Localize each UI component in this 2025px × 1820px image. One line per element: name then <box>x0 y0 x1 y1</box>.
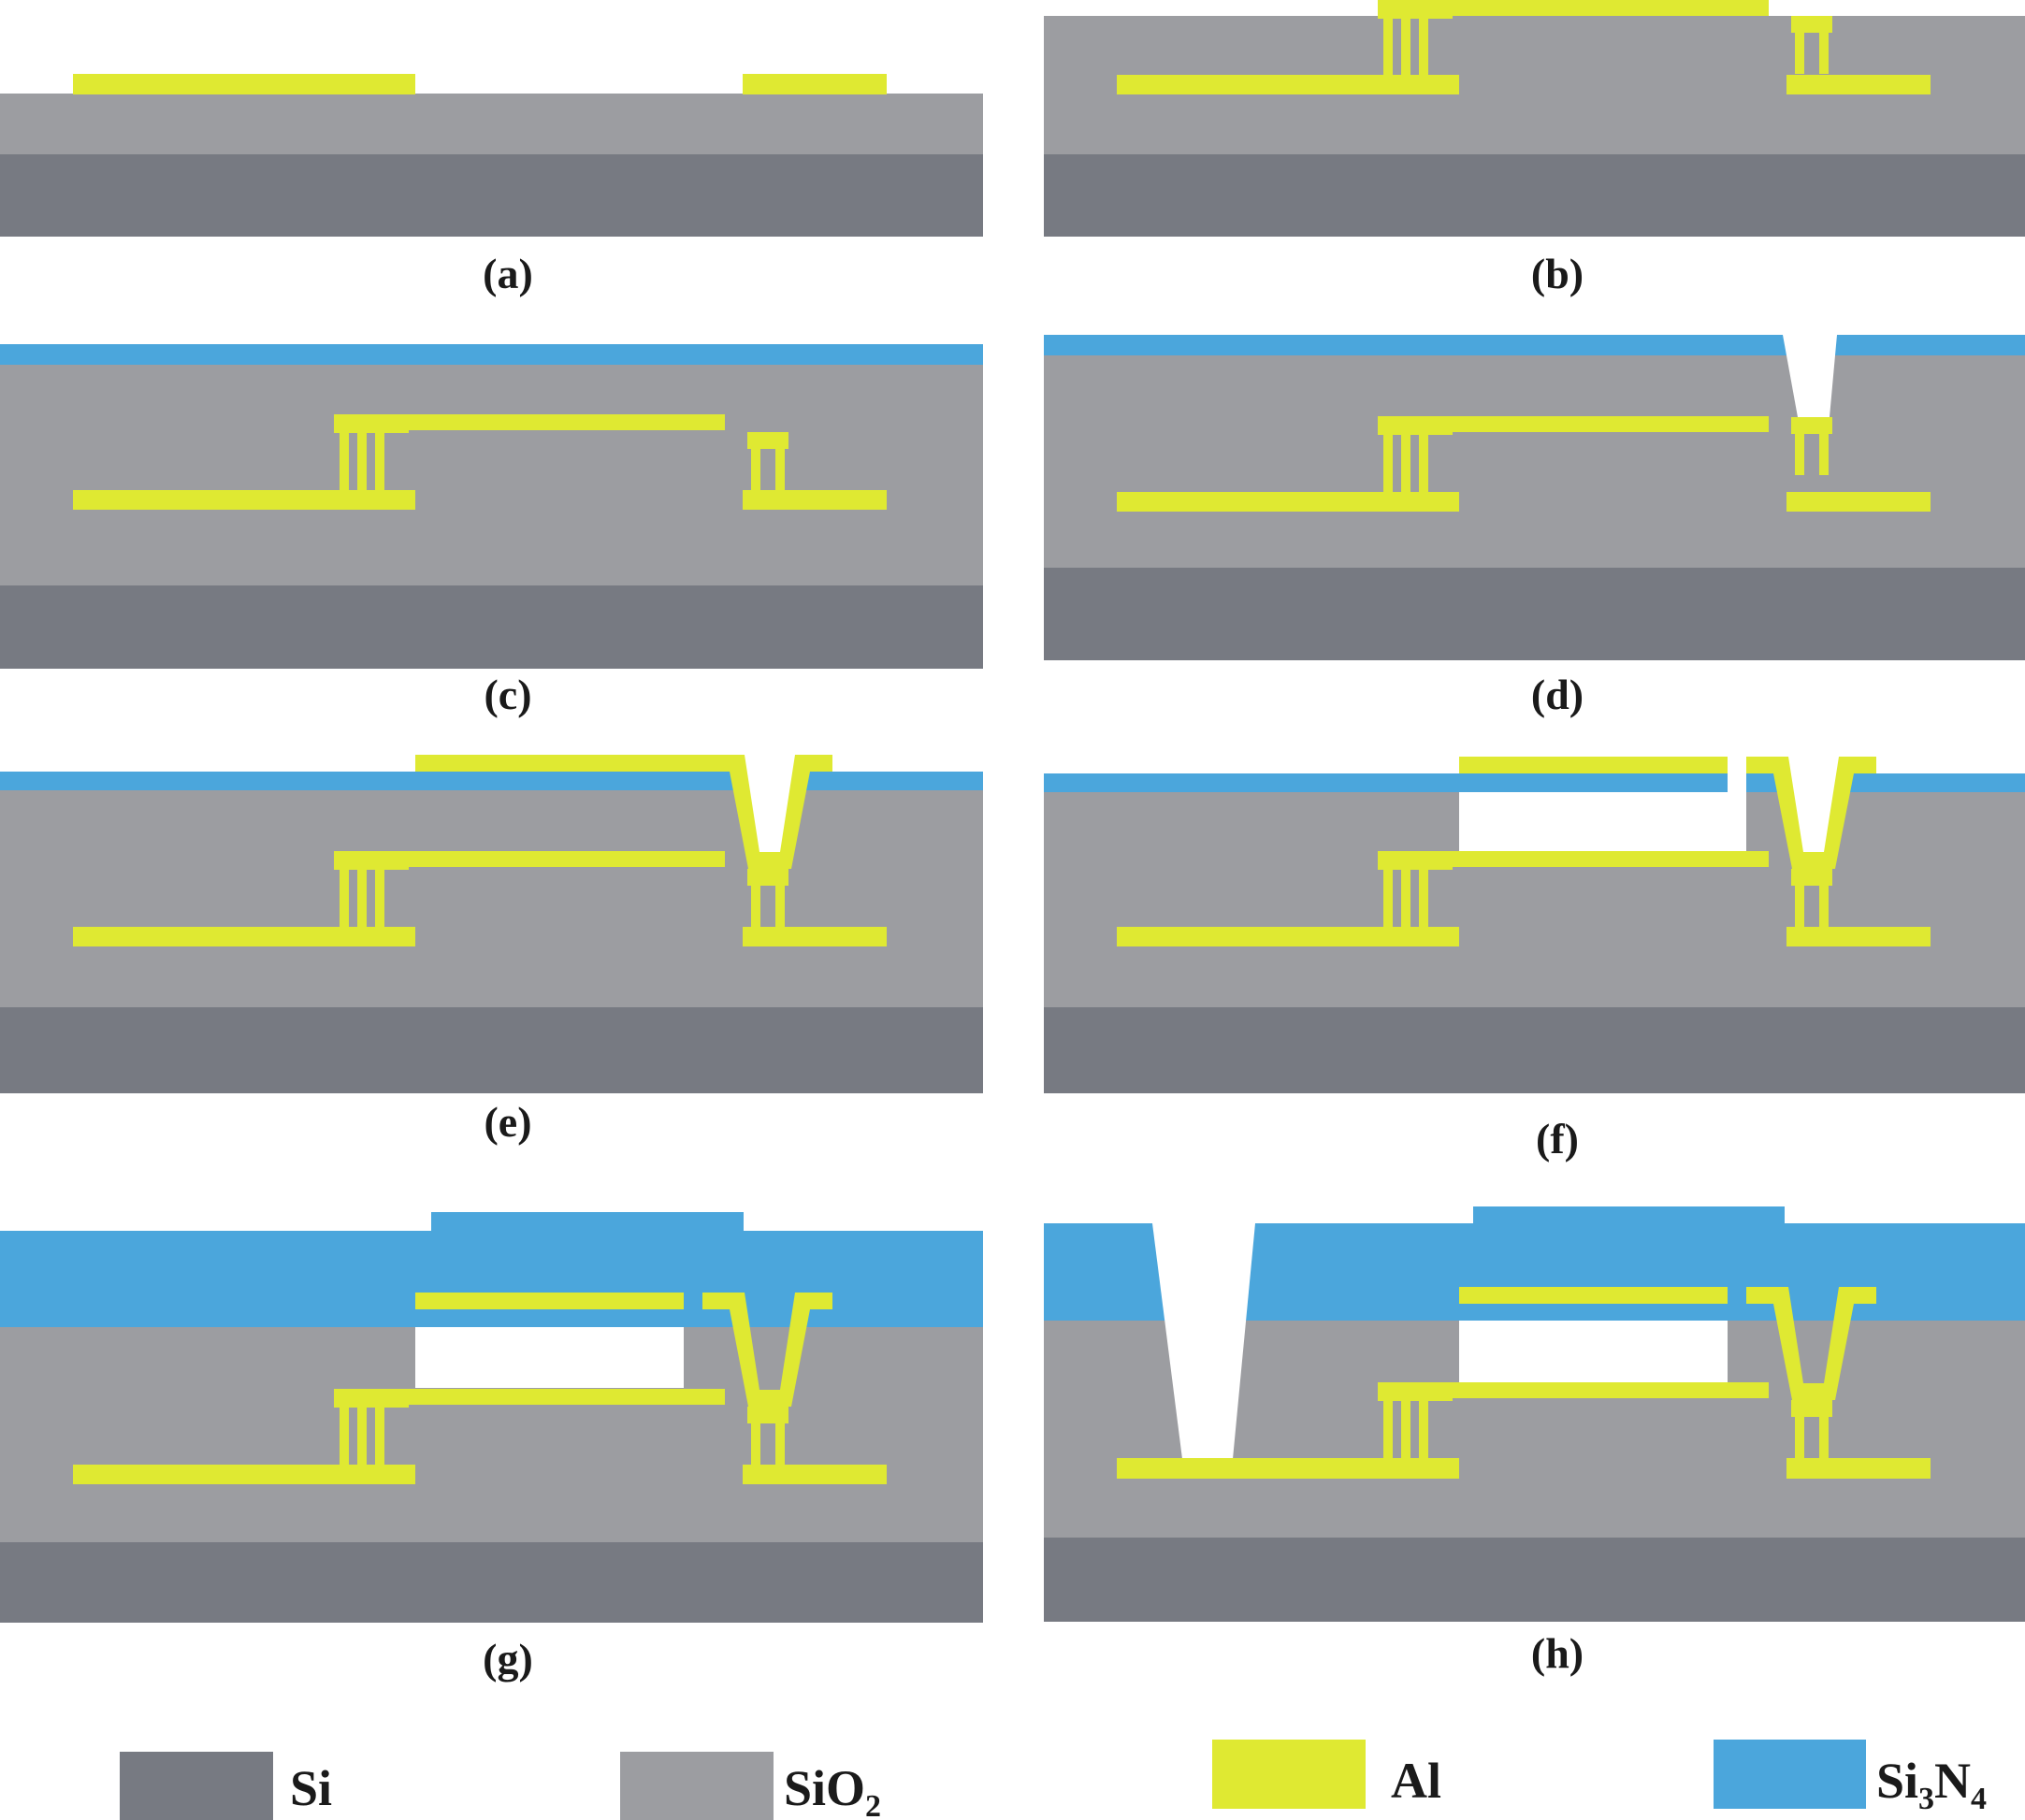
legend-swatch-si <box>120 1752 273 1820</box>
panel-d: (d) <box>1044 335 2025 718</box>
panel-b: (b) <box>1044 0 2025 297</box>
si-substrate <box>0 154 983 237</box>
legend-si3n4-s1: 3 <box>1918 1782 1934 1816</box>
si-substrate <box>1044 1538 2025 1622</box>
si-substrate <box>1044 154 2025 237</box>
si-substrate <box>0 1007 983 1093</box>
al-top-plate <box>1459 1287 1728 1304</box>
al-bottom-left <box>1117 75 1459 94</box>
panel-label-h: (h) <box>1531 1629 1584 1677</box>
legend-sio2-main: SiO <box>784 1760 865 1816</box>
panel-label-d: (d) <box>1531 671 1584 718</box>
al-bottom-right <box>743 490 887 510</box>
panel-h: (h) <box>1044 1206 2025 1677</box>
al-via-liner <box>1746 1287 1876 1400</box>
air-cavity <box>415 1327 684 1388</box>
si3n4-layer <box>0 344 983 365</box>
release-hole <box>1728 753 1746 792</box>
al-mid-line <box>334 1389 725 1405</box>
air-cavity <box>1459 792 1746 858</box>
al-bottom-left <box>73 927 415 946</box>
legend-item-al: Al <box>1212 1740 1441 1809</box>
legend: Si SiO2 Al Si3N4 <box>120 1740 1987 1820</box>
sio2-layer <box>1044 355 2025 568</box>
si3n4-layer <box>1044 773 2025 792</box>
legend-sio2-sub: 2 <box>865 1789 881 1820</box>
al-mid-line <box>1378 1382 1769 1398</box>
si3n4-cap <box>1473 1206 1785 1223</box>
legend-label-al: Al <box>1391 1753 1441 1809</box>
al-top-line <box>1378 416 1769 432</box>
al-bottom-left <box>73 1465 415 1484</box>
legend-swatch-si3n4 <box>1714 1740 1866 1809</box>
panel-g: (g) <box>0 1212 983 1683</box>
sio2-layer <box>0 365 983 585</box>
panel-label-c: (c) <box>484 671 531 718</box>
legend-item-sio2: SiO2 <box>620 1752 881 1820</box>
al-bottom-left <box>1117 927 1459 946</box>
panel-e: (e) <box>0 755 983 1146</box>
panel-label-e: (e) <box>484 1098 531 1146</box>
al-bottom-right <box>743 927 887 946</box>
al-via-liner <box>720 755 832 869</box>
legend-swatch-sio2 <box>620 1752 774 1820</box>
al-via-liner <box>1746 757 1876 869</box>
panel-a: (a) <box>0 74 983 297</box>
legend-label-si: Si <box>290 1760 332 1816</box>
si-substrate <box>1044 568 2025 660</box>
al-bottom-left <box>1117 492 1459 512</box>
legend-si3n4-p1: Si <box>1876 1753 1918 1809</box>
panel-label-g: (g) <box>483 1635 533 1683</box>
al-mid-line <box>1378 851 1769 867</box>
panel-f: (f) <box>1044 753 2025 1163</box>
si3n4-cap <box>431 1212 744 1231</box>
si3n4-layer <box>0 772 983 790</box>
al-via-liner <box>702 1293 832 1407</box>
panel-c: (c) <box>0 344 983 718</box>
panel-label-f: (f) <box>1536 1115 1579 1163</box>
sio2-layer <box>0 790 983 1007</box>
al-mid-line <box>334 851 725 867</box>
al-bottom-left <box>1117 1458 1459 1479</box>
al-bottom-right <box>743 1465 887 1484</box>
panel-label-b: (b) <box>1531 250 1584 297</box>
si3n4-layer <box>1044 335 2025 355</box>
si-substrate <box>1044 1007 2025 1093</box>
al-bottom-right <box>1786 75 1931 94</box>
panel-label-a: (a) <box>483 250 533 297</box>
air-cavity <box>1459 1321 1728 1382</box>
legend-label-sio2: SiO2 <box>784 1760 881 1820</box>
al-pad-left <box>73 74 415 94</box>
al-bottom-left <box>73 490 415 510</box>
al-pad-right <box>743 74 887 94</box>
al-top-line <box>1378 0 1769 16</box>
legend-label-si3n4: Si3N4 <box>1876 1753 1987 1816</box>
legend-si3n4-p2: N <box>1934 1753 1971 1809</box>
legend-swatch-al <box>1212 1740 1366 1809</box>
legend-si3n4-s2: 4 <box>1971 1782 1987 1816</box>
al-bottom-right <box>1786 927 1931 946</box>
al-bottom-right <box>1786 492 1931 512</box>
pad-opening <box>1152 1223 1255 1459</box>
sio2-layer <box>0 94 983 154</box>
si-substrate <box>0 1542 983 1623</box>
legend-item-si3n4: Si3N4 <box>1714 1740 1987 1816</box>
etched-opening <box>1783 335 1837 417</box>
al-bottom-right <box>1786 1458 1931 1479</box>
si-substrate <box>0 585 983 669</box>
al-top-plate <box>415 755 735 772</box>
al-top-line <box>334 414 725 430</box>
legend-item-si: Si <box>120 1752 332 1820</box>
al-top-plate <box>1459 757 1728 773</box>
si3n4-layer <box>0 1231 983 1327</box>
al-top-plate <box>415 1293 684 1309</box>
